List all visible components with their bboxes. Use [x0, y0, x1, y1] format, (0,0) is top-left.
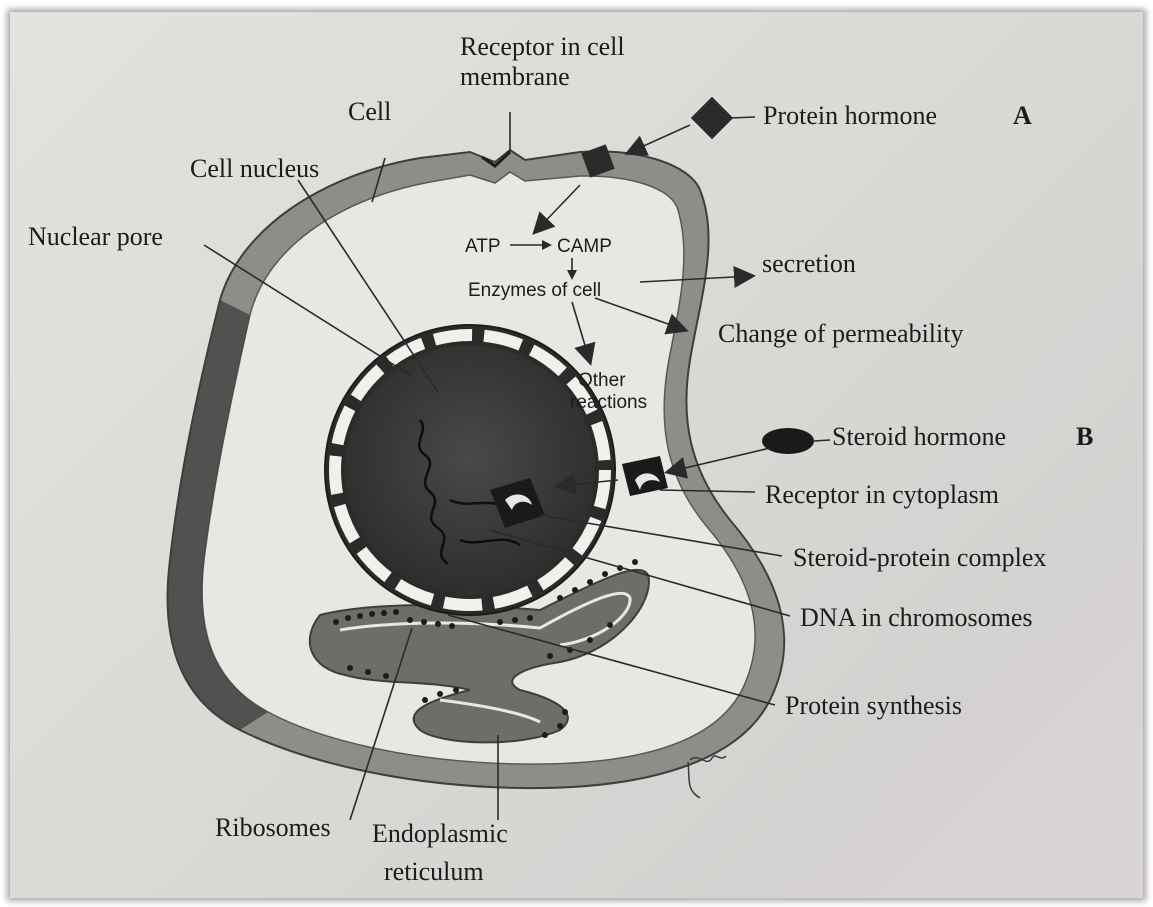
protein-hormone-icon [691, 97, 733, 139]
label-cell: Cell [348, 97, 391, 126]
label-receptor-cytoplasm: Receptor in cytoplasm [765, 480, 999, 509]
cell-diagram: Receptor in cell membrane Cell Cell nucl… [10, 12, 1143, 898]
diagram-photo: Receptor in cell membrane Cell Cell nucl… [10, 12, 1143, 898]
label-receptor-membrane-1: Receptor in cell [460, 32, 625, 61]
label-marker-a: A [1013, 101, 1032, 130]
label-protein-synthesis: Protein synthesis [785, 691, 962, 720]
nucleus [345, 345, 595, 595]
pen-mark [688, 762, 700, 798]
label-camp: CAMP [557, 236, 612, 257]
steroid-hormone-icon [762, 428, 814, 454]
label-er-1: Endoplasmic [372, 819, 508, 848]
label-steroid-protein-complex: Steroid-protein complex [793, 543, 1046, 572]
label-nuclear-pore: Nuclear pore [28, 222, 163, 251]
label-secretion: secretion [762, 249, 856, 278]
label-cell-nucleus: Cell nucleus [190, 154, 319, 183]
label-marker-b: B [1076, 422, 1093, 451]
label-protein-hormone: Protein hormone [763, 101, 937, 130]
label-ribosomes: Ribosomes [215, 813, 331, 842]
arrow-hormone-to-receptor [628, 125, 690, 153]
label-steroid-hormone: Steroid hormone [832, 422, 1006, 451]
label-atp: ATP [465, 236, 501, 257]
label-dna: DNA in chromosomes [800, 603, 1033, 632]
label-other-reactions-2: reactions [570, 392, 647, 413]
label-other-reactions-1: Other [578, 370, 626, 391]
label-enzymes: Enzymes of cell [468, 280, 601, 301]
label-change-permeability: Change of permeability [718, 319, 963, 348]
label-receptor-membrane-2: membrane [460, 62, 570, 91]
label-er-2: reticulum [384, 857, 484, 886]
